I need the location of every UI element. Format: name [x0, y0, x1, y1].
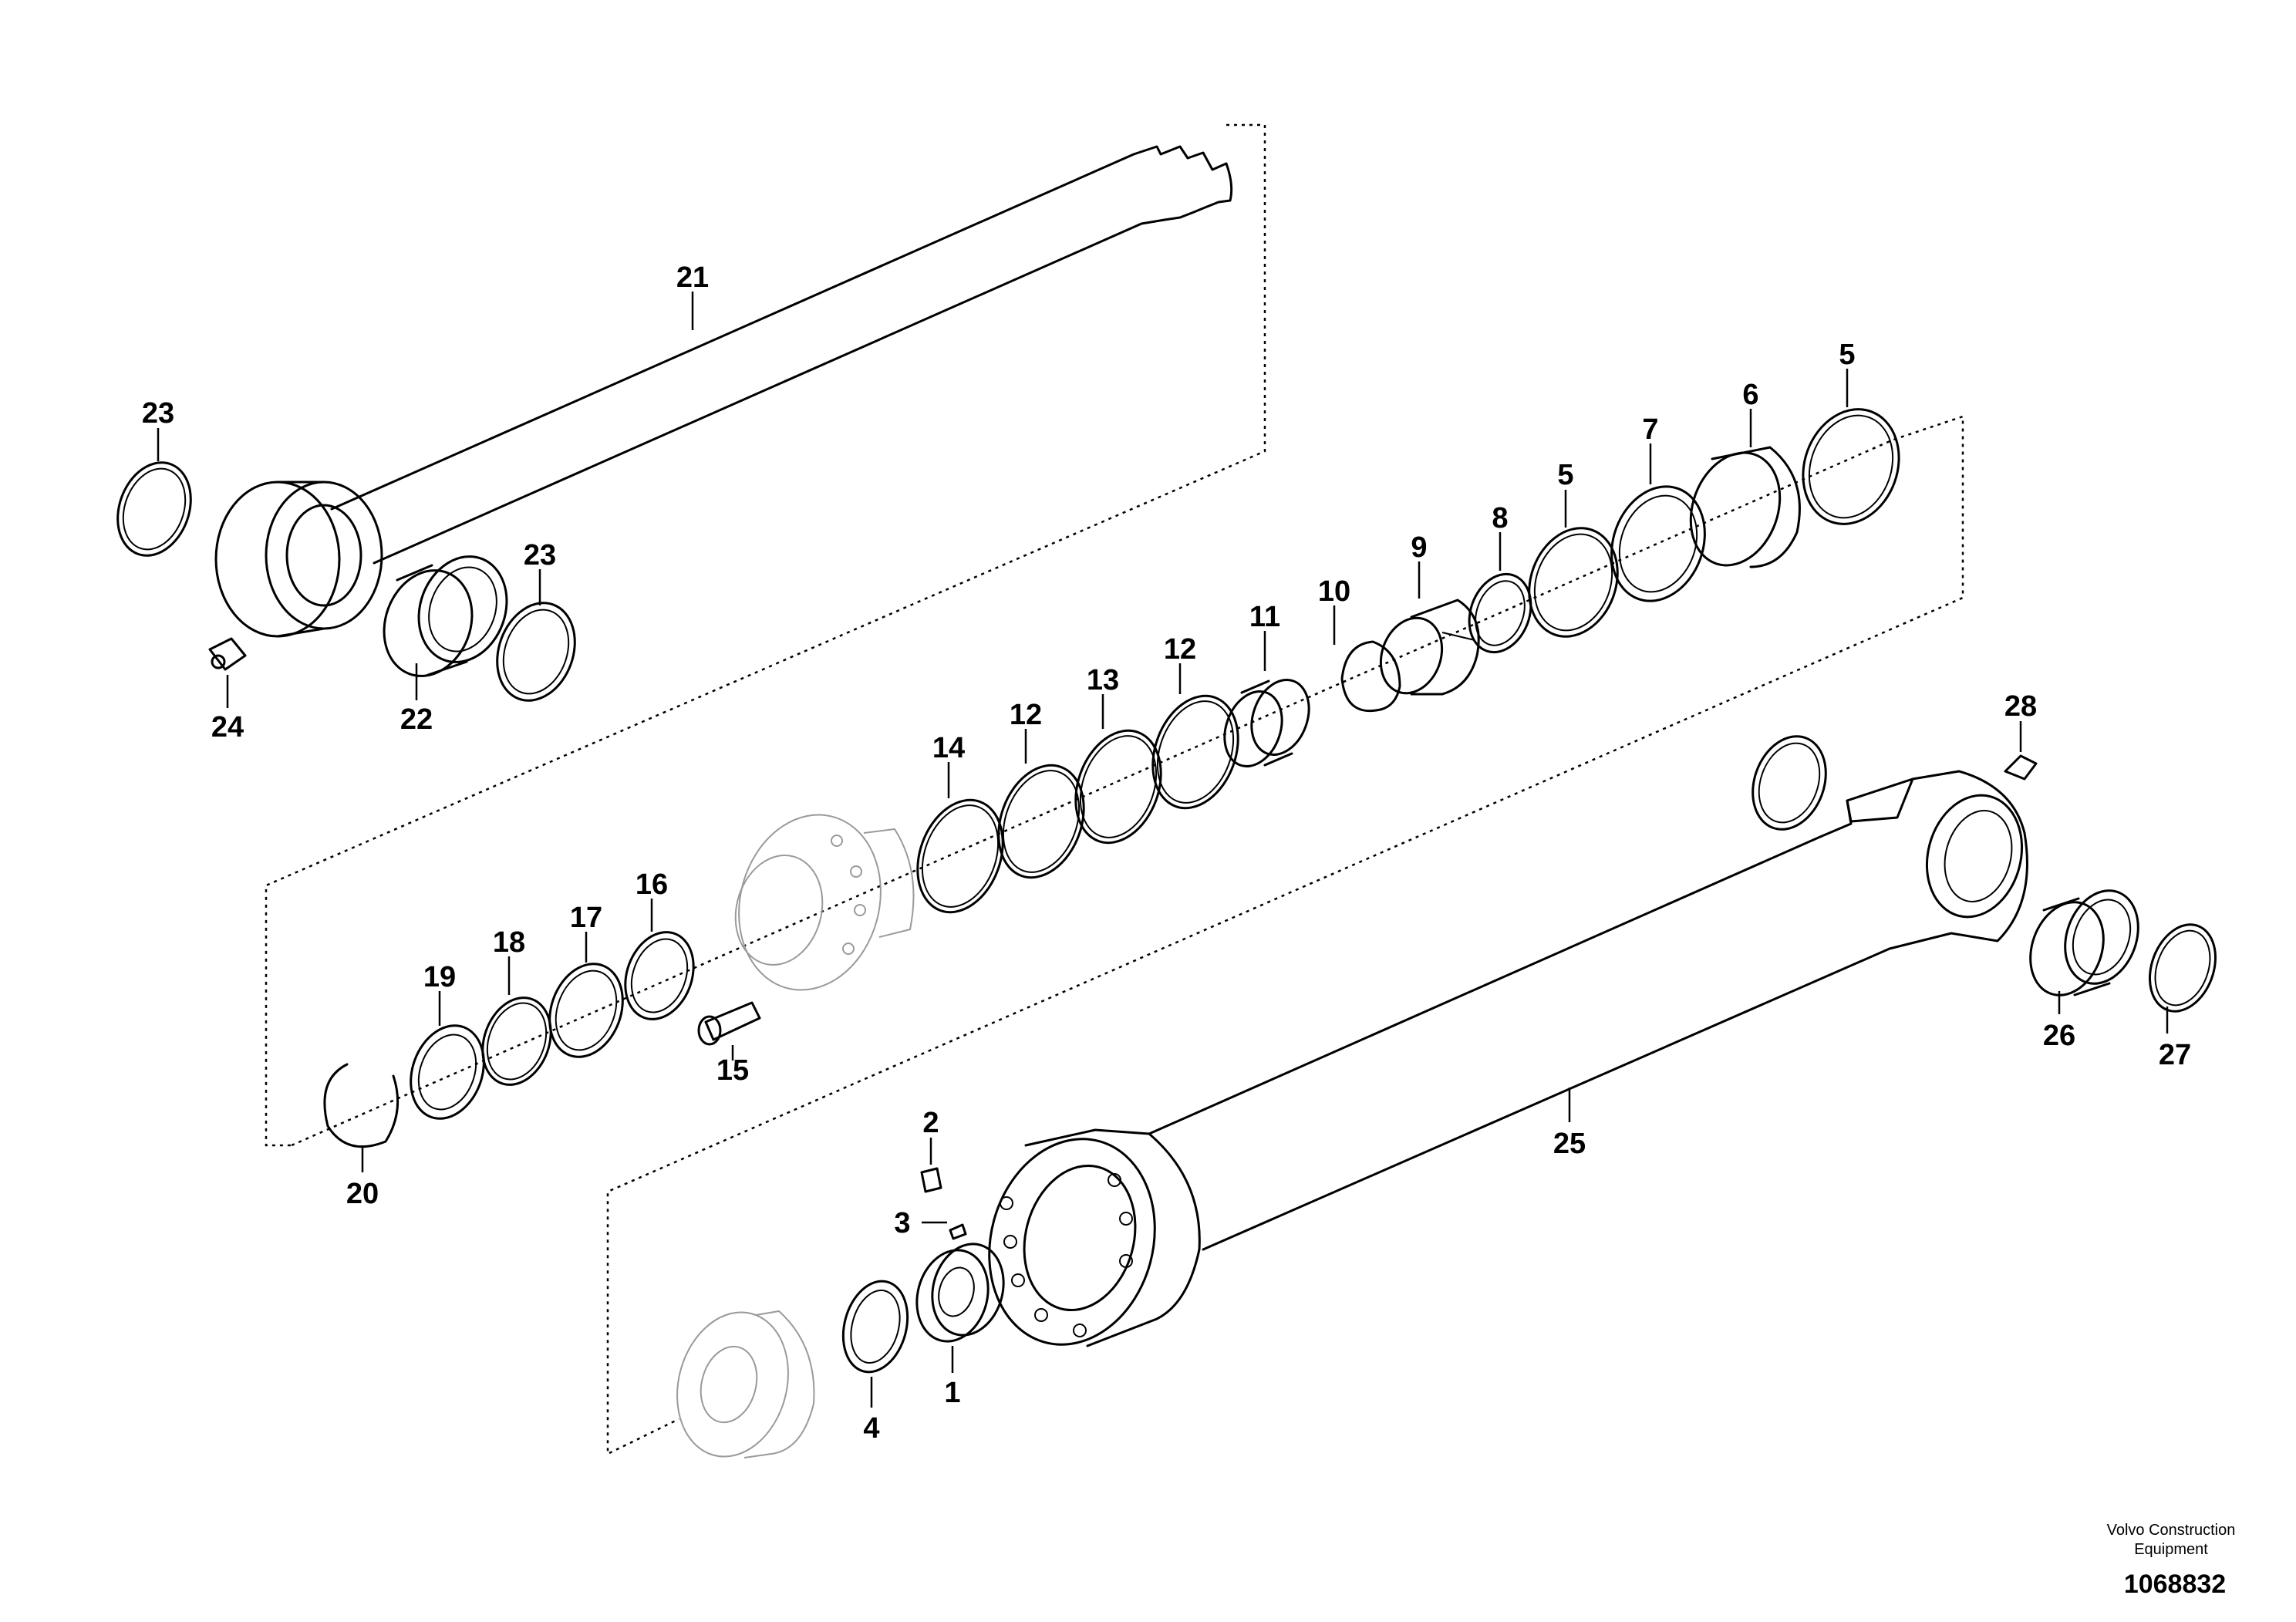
piston-faint [676, 1310, 815, 1458]
wear-ring-5-left [1528, 527, 1619, 638]
washer-4 [841, 1280, 909, 1374]
illustration-number: 1068832 [2124, 1570, 2226, 1599]
seal-ring-7 [1610, 485, 1706, 602]
callout-24: 24 [211, 711, 244, 744]
leader-lines [157, 292, 2169, 1408]
callout-18: 18 [493, 926, 525, 959]
callout-5-left: 5 [1557, 459, 1573, 491]
seal-23-left [116, 461, 192, 557]
brand-line-2: Equipment [2134, 1541, 2208, 1558]
brand-line-1: Volvo Construction [2107, 1522, 2236, 1539]
callout-22: 22 [400, 703, 433, 736]
lock-nut-1 [915, 1243, 1005, 1343]
callout-7: 7 [1642, 413, 1658, 446]
cylinder-head [734, 814, 915, 991]
callout-5-right: 5 [1839, 339, 1855, 371]
snap-ring-10 [1340, 640, 1401, 713]
tube-seal [1752, 735, 1827, 831]
piston-rod [214, 145, 1233, 638]
assembly-guide-lines [265, 123, 1964, 1456]
callout-labels: 21 23 23 22 24 5 6 7 5 8 9 10 11 12 13 1… [142, 261, 2191, 1445]
piston-6 [1689, 446, 1801, 568]
callout-28: 28 [2004, 690, 2037, 723]
wear-ring-5-right [1802, 408, 1900, 525]
seal-27 [2148, 923, 2217, 1013]
snap-ring-20 [323, 1063, 400, 1148]
callout-9: 9 [1411, 531, 1427, 564]
callout-21: 21 [676, 261, 709, 294]
grease-nipple-28 [2004, 754, 2038, 781]
callout-20: 20 [346, 1178, 379, 1210]
callout-11: 11 [1249, 601, 1280, 633]
seal-ring-19 [410, 1024, 485, 1120]
pin-3 [949, 1223, 967, 1240]
callout-12-right: 12 [1164, 633, 1196, 666]
bushing-11 [1223, 679, 1310, 767]
callout-16: 16 [636, 868, 668, 901]
callout-25: 25 [1553, 1128, 1586, 1160]
bushing-26 [2029, 889, 2139, 996]
pin-2 [920, 1167, 942, 1193]
cylinder-tube [988, 770, 2028, 1347]
callout-26: 26 [2043, 1020, 2075, 1052]
seal-ring-17 [548, 963, 624, 1058]
callout-15: 15 [716, 1054, 749, 1087]
callout-23-left: 23 [142, 397, 174, 430]
seal-ring-12-right [1151, 694, 1239, 810]
piston-bushing-9 [1379, 599, 1480, 696]
callout-12-left: 12 [1010, 699, 1042, 731]
callout-4: 4 [863, 1412, 879, 1445]
callout-6: 6 [1742, 379, 1758, 411]
callout-17: 17 [570, 902, 602, 934]
seal-ring-12-left [997, 764, 1085, 879]
seal-ring-16 [624, 931, 695, 1020]
callout-3: 3 [894, 1207, 910, 1239]
callout-10: 10 [1318, 575, 1350, 608]
seal-ring-18 [481, 996, 552, 1086]
callout-2: 2 [922, 1107, 939, 1139]
grease-nipple-24 [208, 637, 247, 671]
callout-14: 14 [932, 732, 965, 764]
callout-1: 1 [944, 1377, 960, 1409]
seal-ring-13 [1074, 729, 1162, 845]
seal-23-right [496, 602, 576, 702]
bushing-22 [383, 555, 508, 677]
callout-19: 19 [423, 961, 456, 993]
footer: Volvo Construction Equipment 1068832 [2107, 1522, 2236, 1599]
callout-27: 27 [2159, 1039, 2191, 1071]
seal-ring-8 [1468, 572, 1532, 654]
bolt-15 [697, 1001, 761, 1046]
callout-8: 8 [1492, 502, 1508, 534]
seal-ring-14 [916, 798, 1004, 914]
callout-13: 13 [1087, 664, 1119, 696]
callout-23-right: 23 [524, 539, 556, 572]
